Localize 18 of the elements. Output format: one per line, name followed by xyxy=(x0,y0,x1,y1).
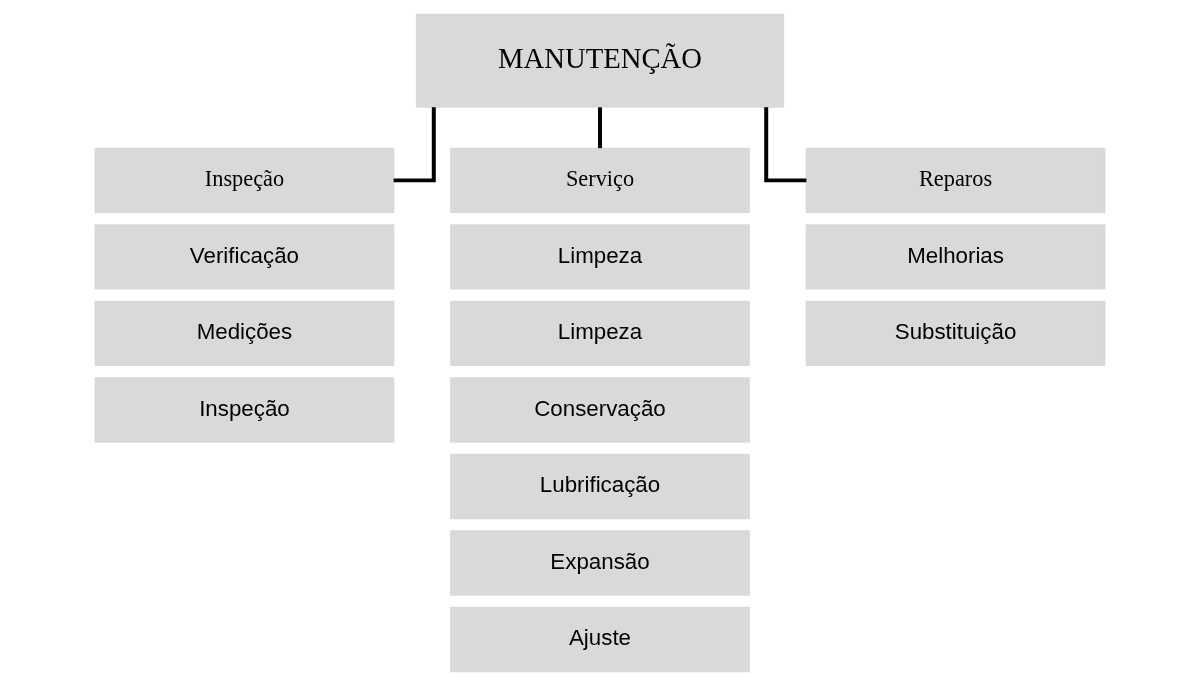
node-box: Verificação xyxy=(94,224,395,290)
node-box: Conservação xyxy=(450,377,750,443)
connector xyxy=(598,107,602,149)
node-box: Substituição xyxy=(805,300,1106,367)
connector xyxy=(764,107,807,183)
node-box: Serviço xyxy=(450,147,750,214)
node-box: Expansão xyxy=(450,530,750,596)
connector xyxy=(393,107,436,183)
node-box: Lubrificação xyxy=(450,453,750,520)
node-box: MANUTENÇÃO xyxy=(415,13,785,108)
node-box: Limpeza xyxy=(450,300,750,367)
node-box: Inspeção xyxy=(94,377,395,443)
node-box: Reparos xyxy=(805,147,1106,214)
node-box: Limpeza xyxy=(450,224,750,290)
node-box: Ajuste xyxy=(450,606,750,673)
node-box: Melhorias xyxy=(805,224,1106,290)
node-box: Medições xyxy=(94,300,395,367)
node-box: Inspeção xyxy=(94,147,395,214)
